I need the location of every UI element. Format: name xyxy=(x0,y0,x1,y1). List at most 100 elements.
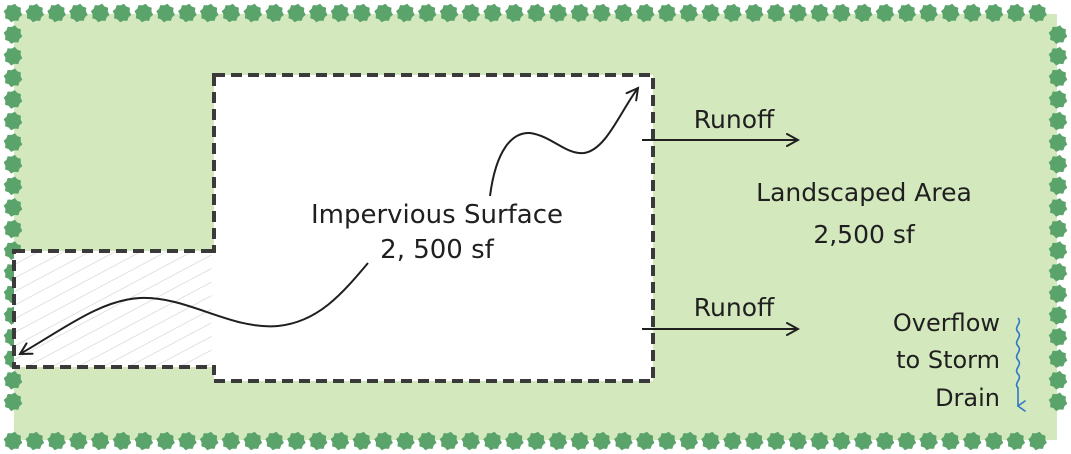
shrub-icon xyxy=(1048,111,1068,131)
overflow-label-line2: to Storm xyxy=(896,346,1000,374)
shrub-icon xyxy=(287,3,306,23)
shrub-icon xyxy=(308,431,328,451)
shrub-icon xyxy=(69,3,88,23)
impervious-surface xyxy=(212,73,655,383)
shrub-icon xyxy=(1048,241,1068,260)
shrub-icon xyxy=(1048,219,1068,239)
shrub-icon xyxy=(505,3,524,23)
shrub-icon xyxy=(526,3,546,23)
shrub-icon xyxy=(352,3,372,23)
shrub-icon xyxy=(505,431,524,451)
shrub-icon xyxy=(3,370,23,390)
shrub-icon xyxy=(1048,90,1068,109)
shrub-icon xyxy=(875,431,895,451)
shrub-icon xyxy=(635,431,655,451)
shrub-icon xyxy=(984,3,1004,23)
shrub-icon xyxy=(134,3,154,23)
landscaped-label: Landscaped Area xyxy=(756,178,972,207)
flow-arrow-up-right xyxy=(489,88,638,197)
shrub-icon xyxy=(483,3,502,23)
shrub-icon xyxy=(1006,431,1026,451)
shrub-icon xyxy=(396,3,415,23)
shrub-icon xyxy=(47,3,66,23)
shrub-icon xyxy=(1048,262,1068,282)
shrub-icon xyxy=(701,3,720,23)
shrub-icon xyxy=(1048,198,1068,217)
shrub-icon xyxy=(832,3,851,23)
shrub-icon xyxy=(352,431,372,451)
shrub-icon xyxy=(1028,431,1047,451)
shrub-icon xyxy=(919,3,938,23)
shrub-icon xyxy=(90,431,110,451)
shrub-icon xyxy=(875,3,895,23)
shrub-icon xyxy=(1048,154,1068,174)
shrub-icon xyxy=(614,431,633,451)
shrub-icon xyxy=(1006,3,1026,23)
shrub-icon xyxy=(330,3,350,23)
impervious-label: Impervious Surface xyxy=(311,200,563,230)
shrub-icon xyxy=(265,431,284,451)
shrub-icon xyxy=(178,431,197,451)
shrub-icon xyxy=(1048,68,1068,88)
shrub-icon xyxy=(308,3,328,23)
shrub-border xyxy=(3,3,1068,451)
shrub-icon xyxy=(592,3,611,23)
shrub-icon xyxy=(243,431,263,451)
shrub-icon xyxy=(526,431,546,451)
shrub-icon xyxy=(679,3,699,23)
shrub-icon xyxy=(199,3,219,23)
shrub-icon xyxy=(221,431,241,451)
shrub-icon xyxy=(396,431,415,451)
shrub-icon xyxy=(919,431,938,451)
shrub-icon xyxy=(723,3,742,23)
shrub-icon xyxy=(744,431,764,451)
driveway-hatch xyxy=(14,251,214,367)
shrub-icon xyxy=(3,431,23,451)
shrub-icon xyxy=(374,3,393,23)
shrub-icon xyxy=(3,25,23,44)
shrub-icon xyxy=(1048,349,1068,368)
shrub-icon xyxy=(766,431,786,451)
shrub-icon xyxy=(199,431,219,451)
shrub-icon xyxy=(897,431,917,451)
shrub-icon xyxy=(417,431,437,451)
runoff-label-bottom: Runoff xyxy=(694,293,775,322)
shrub-icon xyxy=(374,431,393,451)
shrub-icon xyxy=(112,431,132,451)
shrub-icon xyxy=(3,68,23,88)
shrub-icon xyxy=(3,3,23,23)
shrub-icon xyxy=(221,3,241,23)
shrub-icon xyxy=(25,431,45,451)
shrub-icon xyxy=(853,431,873,451)
shrub-icon xyxy=(788,431,808,451)
shrub-icon xyxy=(3,90,23,109)
overflow-label-line1: Overflow xyxy=(893,309,1000,337)
squiggle-down-arrow-icon xyxy=(1015,317,1026,412)
shrub-icon xyxy=(1048,327,1068,347)
shrub-icon xyxy=(3,198,23,217)
shrub-icon xyxy=(3,133,23,152)
shrub-icon xyxy=(330,431,350,451)
shrub-icon xyxy=(853,3,873,23)
shrub-icon xyxy=(3,392,23,412)
shrub-icon xyxy=(1048,370,1068,390)
shrub-icon xyxy=(1048,306,1068,325)
shrub-icon xyxy=(570,3,590,23)
shrub-icon xyxy=(265,3,284,23)
shrub-icon xyxy=(3,176,23,196)
landscaped-area-value: 2,500 sf xyxy=(813,220,916,249)
shrub-icon xyxy=(134,431,154,451)
shrub-icon xyxy=(657,3,677,23)
shrub-icon xyxy=(701,431,720,451)
shrub-icon xyxy=(90,3,110,23)
shrub-icon xyxy=(156,431,175,451)
shrub-icon xyxy=(3,111,23,131)
shrub-icon xyxy=(25,3,45,23)
shrub-icon xyxy=(243,3,263,23)
shrub-icon xyxy=(1048,392,1068,412)
overflow-label-line3: Drain xyxy=(935,384,1000,412)
shrub-icon xyxy=(548,431,568,451)
runoff-label-top: Runoff xyxy=(694,105,775,134)
shrub-icon xyxy=(1028,3,1047,23)
